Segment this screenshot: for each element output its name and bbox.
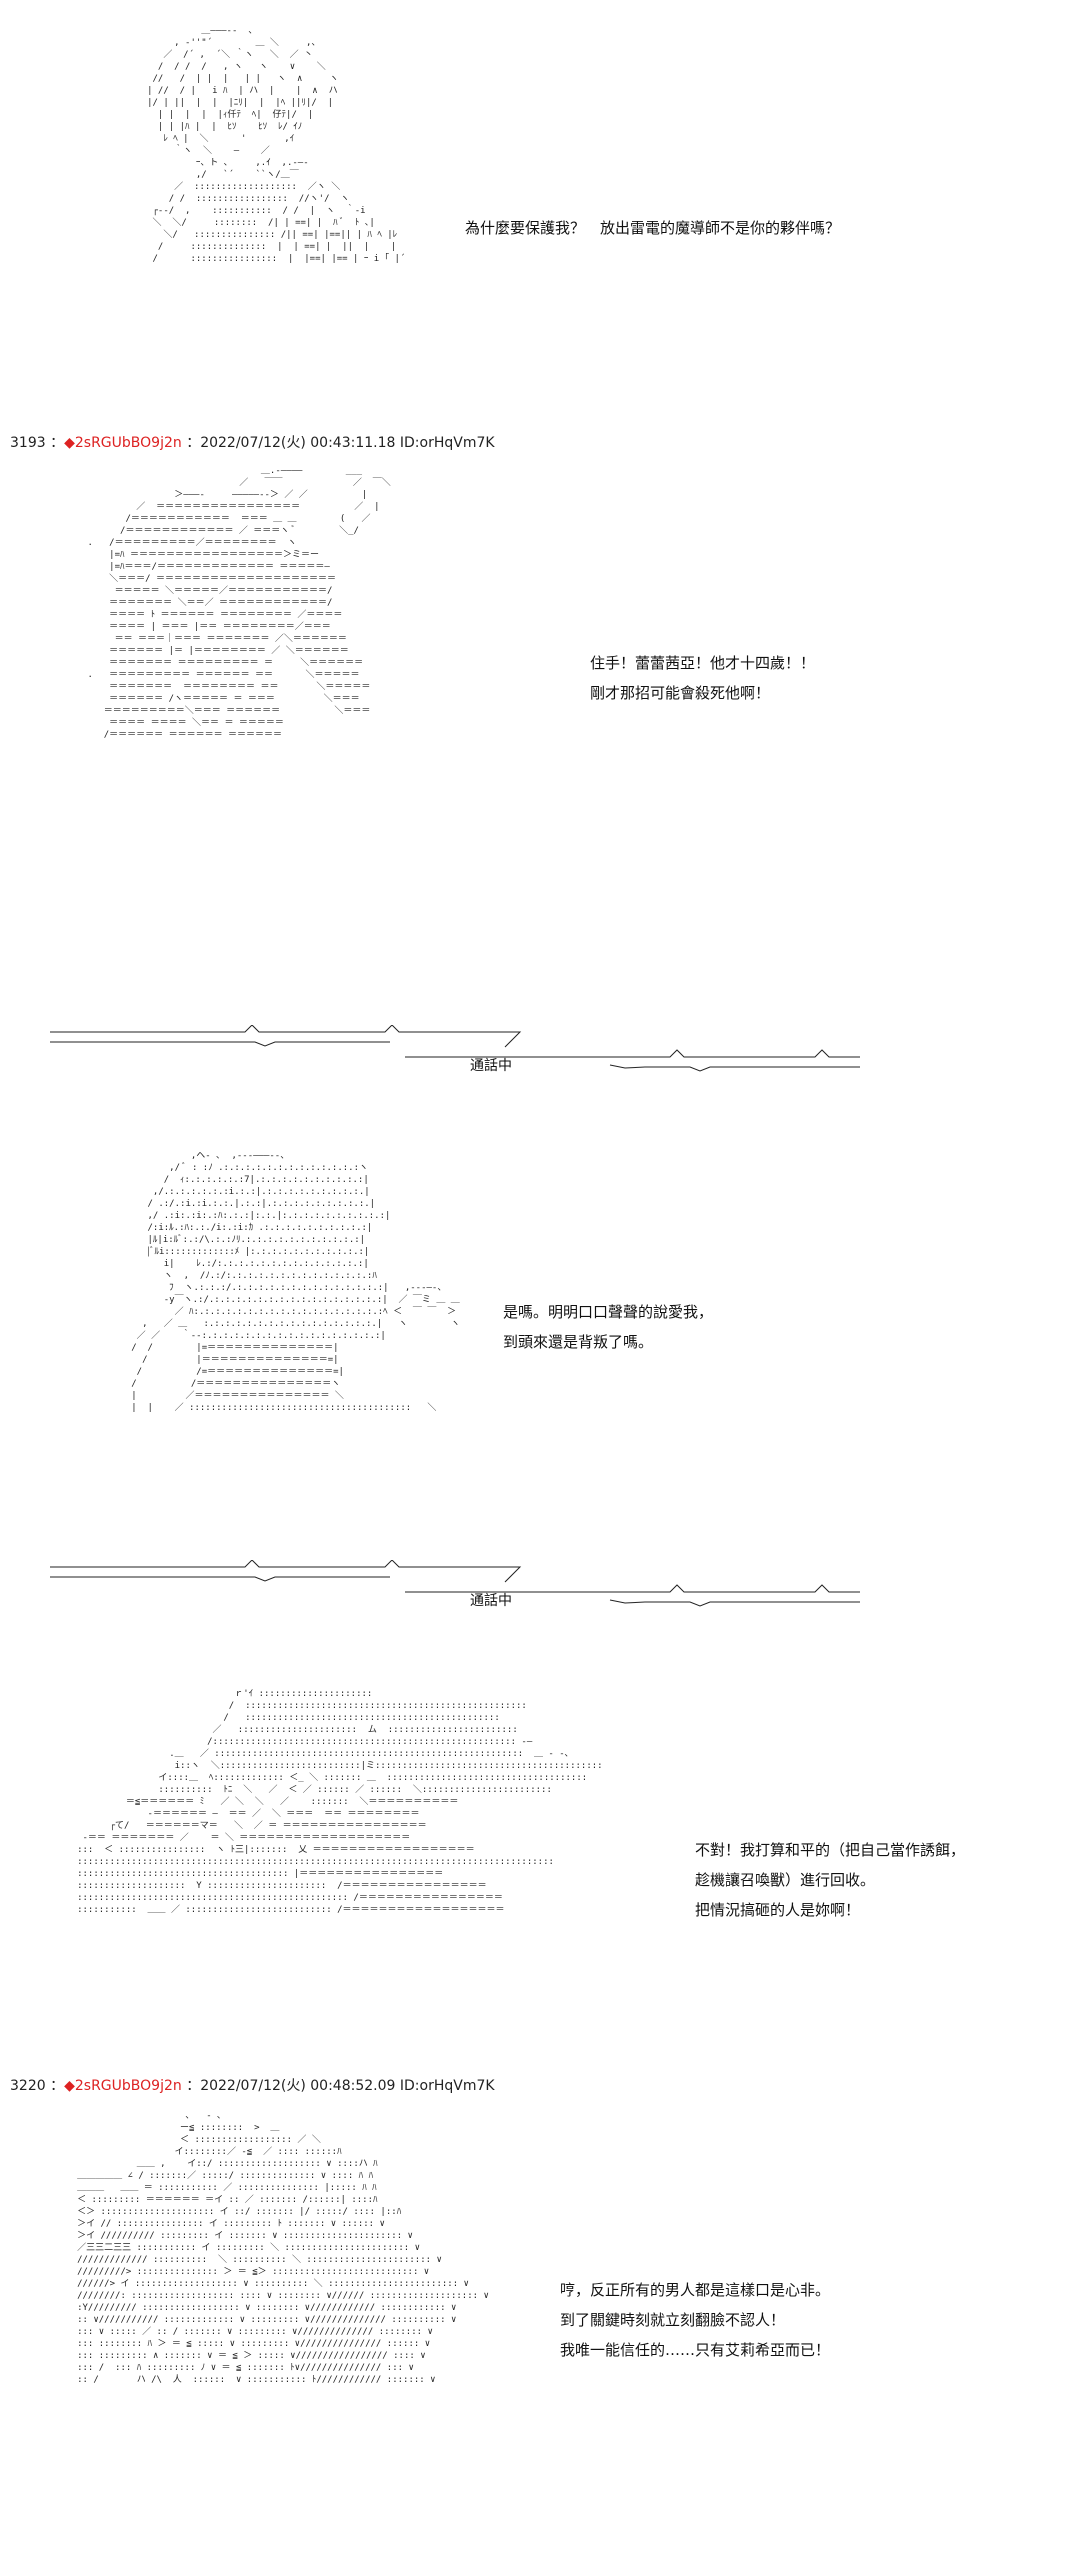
ascii-art-boy: ＿―――‐- 、 , ‐''"´ ＿ ＼ ,、 ／ /´ , ´＼ ｀ヽ ＼ ／…	[147, 26, 406, 264]
dialog-panel-2: 住手！蕾蕾茜亞！他才十四歲！！ 剛才那招可能會殺死他啊！	[590, 648, 815, 708]
ascii-art-reclining: ｒ'ｲ ::::::::::::::::::::: / ::::::::::::…	[77, 1689, 603, 1915]
trip-diamond-icon: ◆	[64, 2078, 75, 2094]
dialog-line: 剛才那招可能會殺死他啊！	[590, 684, 771, 702]
dialog-panel-1: 為什麼要保護我？ 放出雷電的魔導師不是你的夥伴嗎？	[465, 213, 840, 243]
post-number[interactable]: 3220	[10, 2078, 46, 2094]
poster-trip: 2sRGUbBO9j2n	[74, 2078, 182, 2094]
dialog-line: 到頭來還是背叛了嗎。	[503, 1333, 654, 1351]
call-status-label: 通話中	[470, 1593, 512, 1609]
ascii-art-cloak: ＿.‐―――― ___ ／ ￣￣ ／ ￣＼ ＞―――‐ ―――――‐‐＞ ／ ／…	[87, 466, 391, 740]
dialog-line: 不對！我打算和平的（把自己當作誘餌，	[695, 1841, 966, 1859]
dialog-panel-5: 哼，反正所有的男人都是這樣口是心非。 到了關鍵時刻就立刻翻臉不認人！ 我唯一能信…	[560, 2275, 830, 2365]
call-waveform-icon	[50, 1559, 860, 1607]
dialog-line: 為什麼要保護我？ 放出雷電的魔導師不是你的夥伴嗎？	[465, 219, 841, 237]
call-divider	[50, 1024, 890, 1085]
post-header: 3193 ：◆2sRGUbBO9j2n ：2022/07/12(火) 00:43…	[10, 435, 495, 451]
dialog-panel-4: 不對！我打算和平的（把自己當作誘餌， 趁機讓召喚獸）進行回收。 把情況搞砸的人是…	[695, 1835, 965, 1925]
call-divider	[50, 1559, 890, 1620]
dialog-line: 我唯一能信任的……只有艾莉希亞而已！	[560, 2341, 831, 2359]
dialog-line: 住手！蕾蕾茜亞！他才十四歲！！	[590, 654, 816, 672]
dialog-line: 哼，反正所有的男人都是這樣口是心非。	[560, 2281, 831, 2299]
trip-diamond-icon: ◆	[64, 435, 75, 451]
call-waveform-icon	[50, 1024, 860, 1072]
post-id: ID:orHqVm7K	[399, 435, 495, 451]
dialog-line: 把情況搞砸的人是妳啊！	[695, 1901, 861, 1919]
post-id: ID:orHqVm7K	[399, 2078, 495, 2094]
post-number[interactable]: 3193	[10, 435, 46, 451]
poster-trip: 2sRGUbBO9j2n	[74, 435, 182, 451]
post-datetime: 2022/07/12(火) 00:48:52.09	[200, 2078, 396, 2094]
call-status-label: 通話中	[470, 1058, 512, 1074]
dialog-line: 到了關鍵時刻就立刻翻臉不認人！	[560, 2311, 786, 2329]
ascii-art-pointing: ,ヘ‐ ､ ,-‐‐―――‐‐、 ,/ ﾞ : :ﾉ .:.:.:.:.:.:.…	[131, 1151, 460, 1413]
ascii-art-dense: ､ ‐ ､ ー≦ :::::::: > ＿ ＜ ::::::::::::::::…	[77, 2111, 489, 2385]
dialog-panel-3: 是嗎。明明口口聲聲的說愛我， 到頭來還是背叛了嗎。	[503, 1297, 713, 1357]
dialog-line: 趁機讓召喚獸）進行回收。	[695, 1871, 876, 1889]
dialog-line: 是嗎。明明口口聲聲的說愛我，	[503, 1303, 714, 1321]
post-datetime: 2022/07/12(火) 00:43:11.18	[200, 435, 396, 451]
post-header: 3220 ：◆2sRGUbBO9j2n ：2022/07/12(火) 00:48…	[10, 2078, 495, 2094]
